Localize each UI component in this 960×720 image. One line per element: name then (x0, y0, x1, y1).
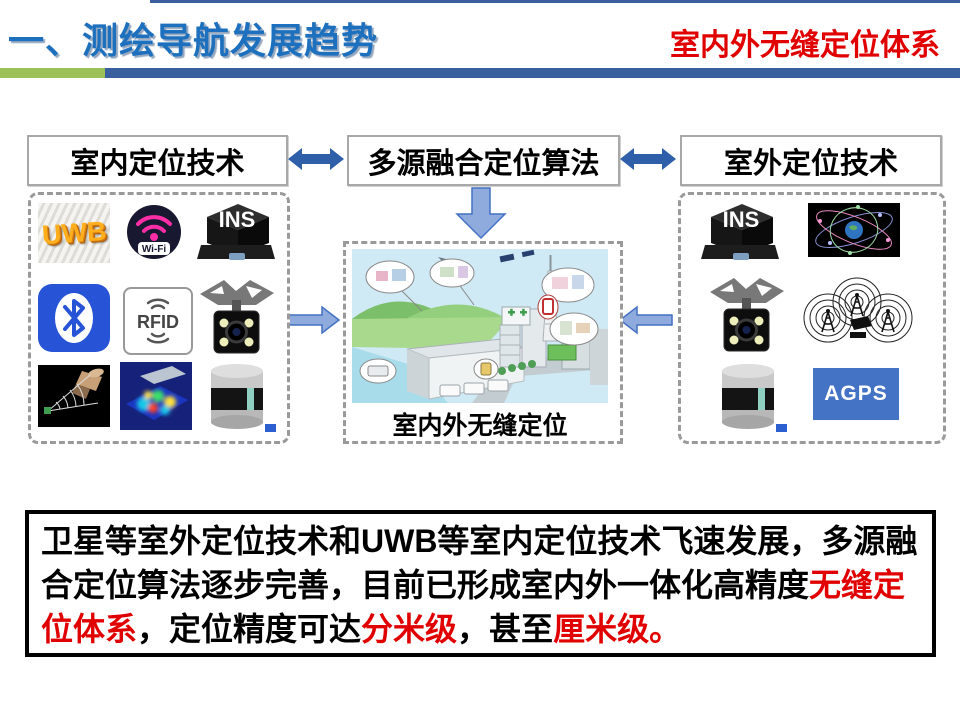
left-arrow-icon (618, 303, 673, 337)
ins-label: INS (723, 207, 760, 232)
rfid-icon: RFID (123, 287, 193, 355)
indoor-heatmap-image (120, 362, 192, 430)
uwb-label: UWB (40, 215, 108, 250)
lidar-logo (776, 424, 787, 432)
wifi-label: Wi-Fi (142, 244, 167, 255)
cell-towers-image (798, 276, 916, 352)
highlighted-text: 位体系 (41, 611, 138, 647)
highlighted-text: 分米级 (361, 611, 458, 647)
right-arrow-icon (286, 303, 341, 337)
agps-label: AGPS (824, 382, 888, 405)
top-border-line (150, 0, 960, 3)
agps-badge: AGPS (813, 368, 899, 420)
page-title: 一、测绘导航发展趋势 (8, 20, 379, 61)
outdoor-tech-label: 室外定位技术 (723, 147, 898, 180)
divider-green-segment (0, 68, 105, 78)
bluetooth-icon (38, 284, 110, 352)
page-subtitle: 室内外无缝定位体系 (670, 29, 940, 62)
outdoor-tech-box: 室外定位技术 (680, 135, 942, 186)
uwb-image: UWB (38, 203, 110, 263)
summary-line: 合定位算法逐步完善，目前已形成室内外一体化高精度无缝定 (41, 563, 922, 607)
satellite-constellation-image (808, 203, 900, 257)
indoor-tech-label: 室内定位技术 (70, 147, 245, 180)
summary-box: 卫星等室外定位技术和UWB等室内定位技术飞速发展，多源融合定位算法逐步完善，目前… (25, 510, 936, 657)
lidar-image (197, 361, 277, 433)
down-arrow-icon (455, 187, 507, 240)
double-arrow-icon (286, 145, 346, 173)
indoor-tech-box: 室内定位技术 (27, 135, 288, 186)
body-text: 卫星等室外定位技术和UWB等室内定位技术飞速发展，多源融 (41, 523, 918, 559)
wifi-icon: Wi-Fi (123, 200, 185, 265)
rear-camera-image (194, 278, 278, 356)
body-text: ，定位精度可达 (137, 611, 362, 647)
summary-line: 位体系，定位精度可达分米级，甚至厘米级。 (41, 607, 922, 651)
divider-blue-segment (105, 68, 960, 78)
body-text: ，甚至 (457, 611, 554, 647)
double-arrow-icon (618, 145, 678, 173)
city-illustration (352, 249, 608, 403)
ins-image: INS (193, 199, 279, 267)
ins-image: INS (697, 199, 783, 267)
summary-line: 卫星等室外定位技术和UWB等室内定位技术飞速发展，多源融 (41, 519, 922, 563)
lidar-logo (265, 424, 276, 432)
highlighted-text: 厘米级。 (553, 611, 682, 647)
body-text: 合定位算法逐步完善，目前已形成室内外一体化高精度 (41, 567, 810, 603)
highlighted-text: 无缝定 (809, 567, 906, 603)
fusion-algorithm-label: 多源融合定位算法 (367, 147, 600, 180)
fusion-algorithm-box: 多源融合定位算法 (347, 135, 620, 186)
center-caption: 室内外无缝定位 (392, 412, 568, 440)
rfid-label: RFID (137, 312, 179, 332)
lidar-image (708, 361, 788, 433)
rear-camera-image (704, 276, 788, 354)
satellite-beam-image (38, 365, 110, 427)
ins-label: INS (219, 207, 256, 232)
